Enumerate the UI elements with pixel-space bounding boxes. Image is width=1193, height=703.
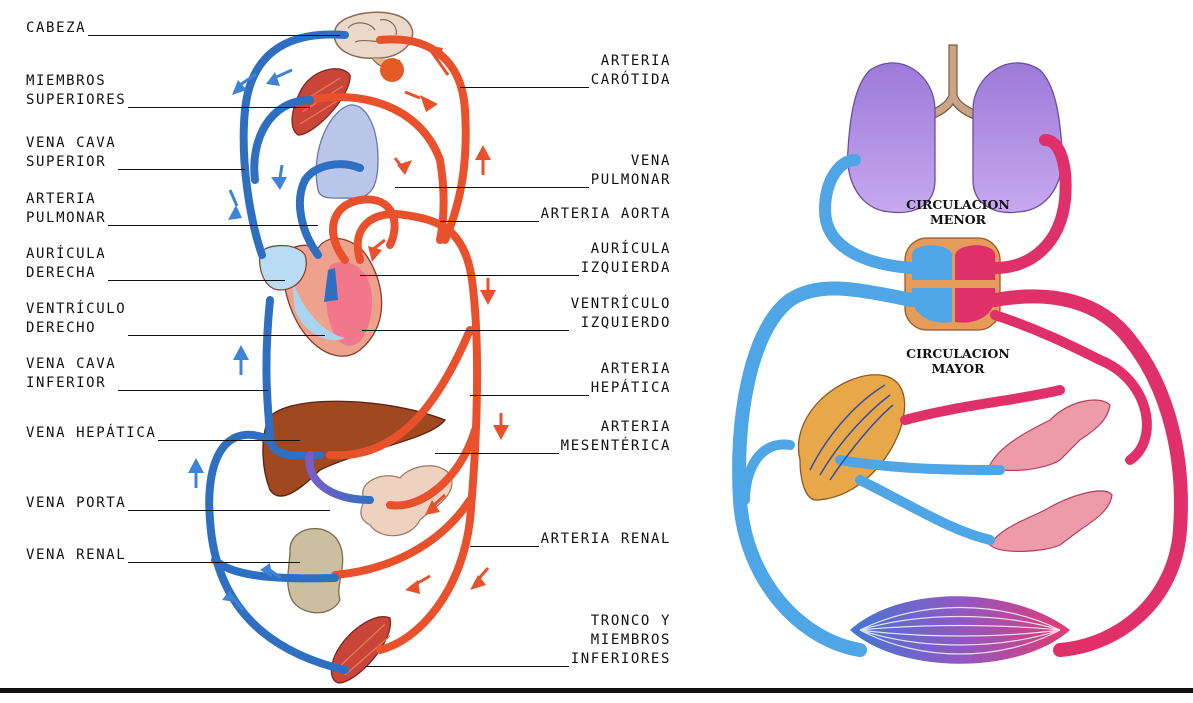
liver-organ-right: [798, 375, 904, 500]
label-line: DERECHA: [26, 264, 106, 283]
label-arteria-renal: ARTERIA RENAL: [541, 530, 671, 549]
mesenteric-vein-right: [860, 480, 990, 540]
arrow-right-subclavian: [420, 95, 438, 112]
label-line: AURÍCULA: [26, 245, 106, 264]
bottom-border-bar: [0, 688, 1193, 693]
leader-line-ventriculo-derecho: [128, 335, 325, 336]
label-miembros-superiores: MIEMBROSSUPERIORES: [26, 72, 126, 110]
label-line: VENA: [591, 152, 671, 171]
label-line: CARÓTIDA: [591, 71, 671, 90]
label-line: DERECHO: [26, 319, 126, 338]
label-line: VENA RENAL: [26, 546, 126, 565]
hepatic-vein-right: [745, 444, 790, 500]
label-arteria-aorta: ARTERIA AORTA: [541, 205, 671, 224]
arrow-blue-2: [266, 72, 280, 86]
label-line: CABEZA: [26, 19, 86, 38]
leader-line-cabeza: [88, 35, 340, 36]
leader-line-auricula-derecha: [108, 280, 285, 281]
label-line: VENTRÍCULO: [571, 295, 671, 314]
label-arteria-mesenterica: ARTERIAMESENTÉRICA: [561, 418, 671, 456]
label-line: MIEMBROS: [571, 631, 671, 650]
label-line: ARTERIA RENAL: [541, 530, 671, 549]
leader-line-vena-renal: [128, 562, 300, 563]
leader-line-vena-pulmonar: [395, 187, 589, 188]
label-cabeza: CABEZA: [26, 19, 86, 38]
leader-line-arteria-carotida: [460, 87, 589, 88]
leader-line-tronco-miembros-inferiores: [365, 666, 569, 667]
label-line: AURÍCULA: [581, 240, 671, 259]
arrow-blue-4: [271, 177, 287, 190]
leader-line-auricula-izquierda: [360, 275, 579, 276]
label-line: IZQUIERDA: [581, 259, 671, 278]
label-line: ARTERIA AORTA: [541, 205, 671, 224]
label-line: ARTERIA: [26, 190, 106, 209]
arrow-blue-6: [188, 458, 204, 473]
leader-line-vena-cava-inferior: [118, 390, 268, 391]
left-diagram: [188, 12, 509, 683]
arrow-up-aorta: [475, 145, 491, 160]
blue-arrows: [188, 72, 287, 602]
leader-line-arteria-renal: [470, 546, 539, 547]
label-line: SUPERIOR: [26, 153, 116, 172]
label-line: TRONCO Y: [571, 612, 671, 631]
leader-line-ventriculo-izquierdo: [362, 330, 569, 331]
label-line: VENA CAVA: [26, 355, 116, 374]
label-line: VENA HEPÁTICA: [26, 424, 156, 443]
arrow-blue-5: [233, 345, 249, 360]
label-line: HEPÁTICA: [591, 379, 671, 398]
label-line: VENA PORTA: [26, 494, 126, 513]
label-line: ARTERIA: [591, 360, 671, 379]
label-line: VENTRÍCULO: [26, 300, 126, 319]
leader-line-arteria-hepatica: [470, 395, 589, 396]
label-line: INFERIOR: [26, 374, 116, 393]
label-vena-renal: VENA RENAL: [26, 546, 126, 565]
vena-cava-inferior-vessel: [266, 300, 270, 440]
arrow-down-aorta-1: [480, 290, 496, 305]
label-line: ARTERIA: [561, 418, 671, 437]
hepatic-artery-right: [905, 390, 1060, 420]
leader-line-miembros-superiores: [128, 107, 310, 108]
circulacion-mayor-label: CIRCULACION MAYOR: [888, 346, 1028, 376]
label-line: MESENTÉRICA: [561, 437, 671, 456]
label-line: PULMONAR: [26, 209, 106, 228]
arrow-down-aorta-2: [493, 425, 509, 440]
portal-vein-right: [840, 460, 1000, 470]
leader-line-vena-cava-superior: [118, 169, 245, 170]
label-vena-hepatica: VENA HEPÁTICA: [26, 424, 156, 443]
label-line: SUPERIORES: [26, 91, 126, 110]
leader-line-vena-porta: [128, 510, 330, 511]
capillary-bed: [850, 596, 1070, 664]
circulacion-menor-label: CIRCULACION MENOR: [888, 197, 1028, 227]
label-line: ARTERIA: [591, 52, 671, 71]
leader-line-arteria-aorta: [440, 221, 539, 222]
label-vena-porta: VENA PORTA: [26, 494, 126, 513]
leader-line-arteria-mesenterica: [435, 453, 559, 454]
arrow-blue-3: [228, 205, 242, 220]
leader-line-vena-hepatica: [158, 440, 300, 441]
label-line: INFERIORES: [571, 650, 671, 669]
label-line: VENA CAVA: [26, 134, 116, 153]
label-line: IZQUIERDO: [571, 314, 671, 333]
intestine-right: [990, 400, 1112, 551]
label-ventriculo-derecho: VENTRÍCULODERECHO: [26, 300, 126, 338]
leader-line-arteria-pulmonar: [108, 225, 318, 226]
label-line: MIEMBROS: [26, 72, 126, 91]
heart-4-chambers: [905, 238, 1000, 330]
label-line: PULMONAR: [591, 171, 671, 190]
kidney-organ: [288, 529, 343, 613]
